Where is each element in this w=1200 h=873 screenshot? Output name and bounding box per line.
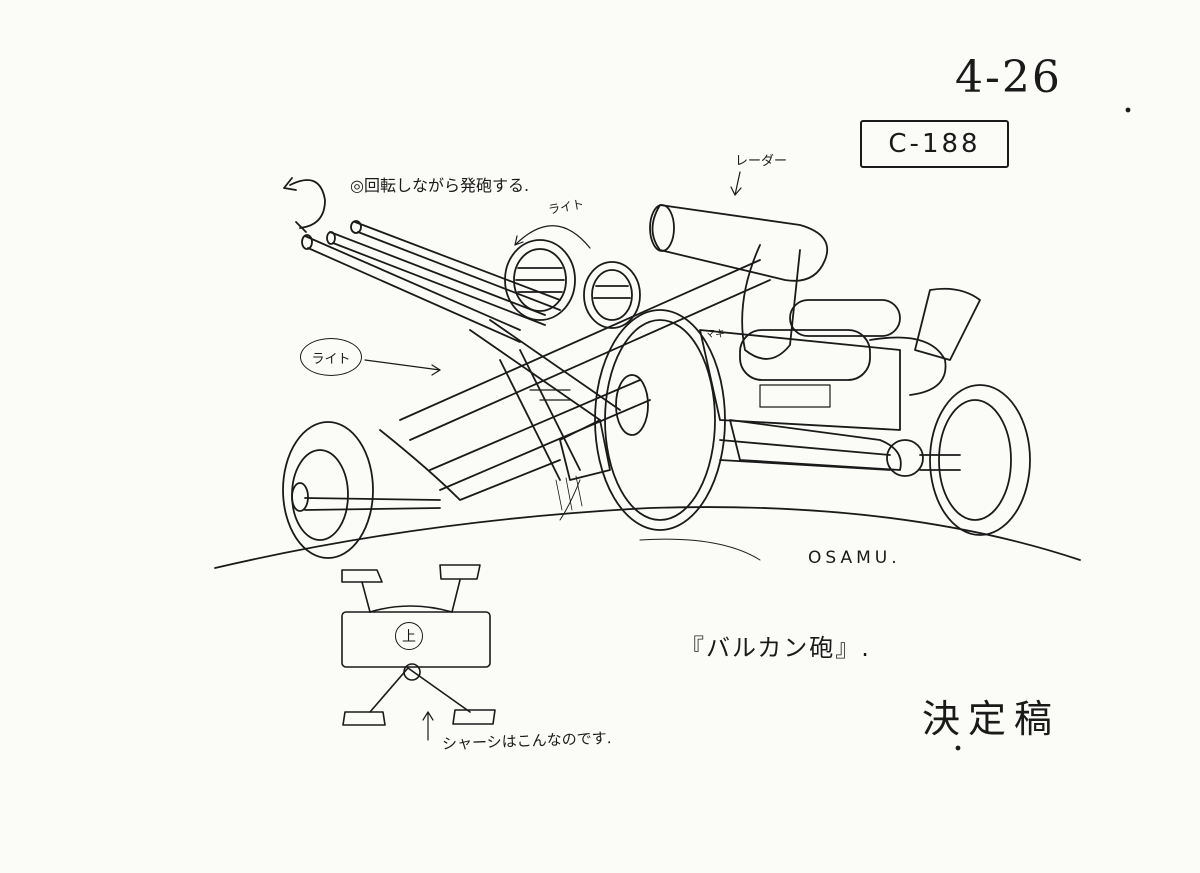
center-wheel — [555, 309, 726, 531]
note-light-left: ライト — [300, 338, 362, 376]
search-lights — [504, 239, 641, 329]
right-wheel — [719, 384, 1031, 536]
radar-pod — [649, 171, 829, 282]
cut-number-box: C-188 — [860, 120, 1009, 168]
gun-barrels — [301, 220, 561, 343]
note-maki: マキ — [705, 329, 725, 340]
top-view-mark: 上 — [395, 622, 423, 650]
chassis-top-view — [341, 564, 496, 741]
note-rotate-fire: ◎回転しながら発砲する. — [350, 176, 530, 195]
final-draft-stamp: 決定稿 — [922, 697, 1061, 741]
left-wheel — [282, 421, 441, 559]
rotation-arrow-icon — [283, 177, 326, 233]
carriage-frame — [379, 259, 771, 501]
note-radar: レーダー — [735, 154, 788, 169]
design-title: 『バルカン砲』. — [680, 634, 871, 662]
rear-body — [699, 244, 981, 471]
page-number: 4-26 — [955, 52, 1062, 103]
artist-signature: OSAMU. — [808, 548, 901, 568]
